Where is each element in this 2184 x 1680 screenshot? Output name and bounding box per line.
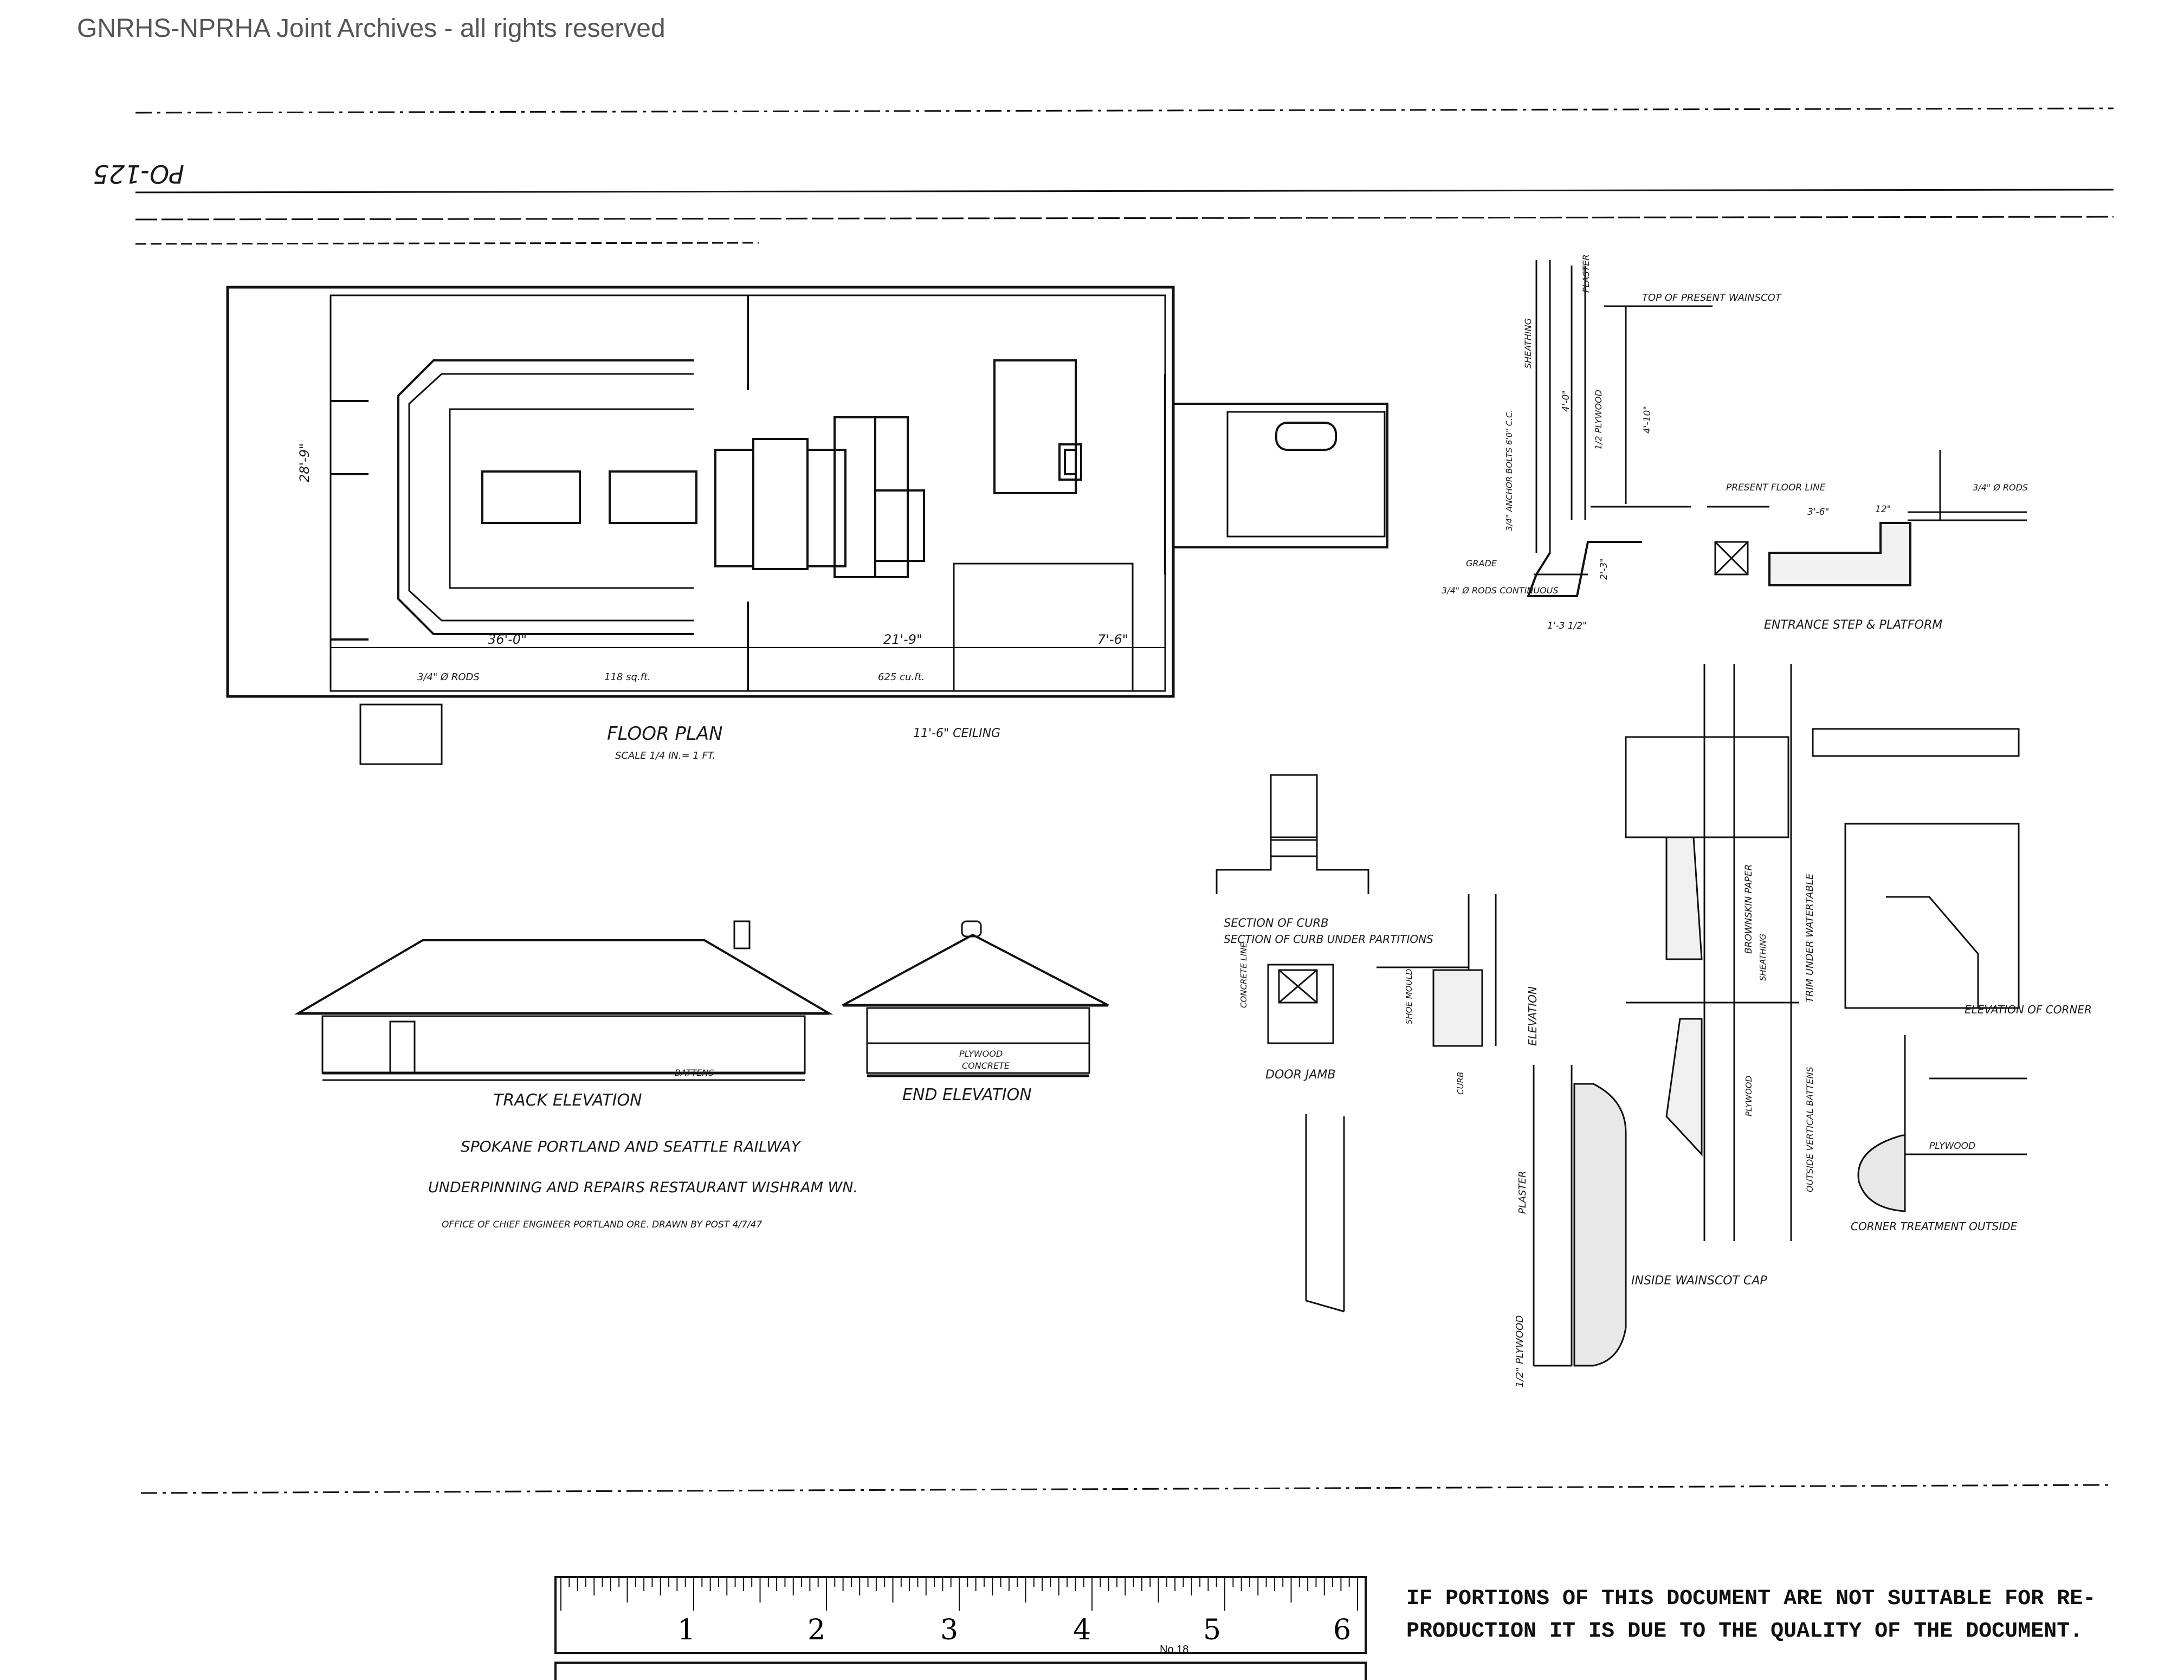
wall-top-wainscot: TOP OF PRESENT WAINSCOT: [1642, 292, 1782, 303]
curb-section-title: SECTION OF CURB UNDER PARTITIONS: [1224, 933, 1433, 946]
title-project: UNDERPINNING AND REPAIRS RESTAURANT WISH…: [428, 1179, 858, 1196]
curb-detail: [1216, 774, 1369, 894]
track-elevation: [294, 920, 833, 1081]
sheet-border-bottom: [140, 1484, 2114, 1494]
ruler-number-6: 6: [1333, 1614, 1351, 1646]
door-jamb-title: DOOR JAMB: [1265, 1068, 1335, 1082]
step-present-floor: PRESENT FLOOR LINE: [1726, 482, 1826, 493]
curb-label: CURB: [1456, 1072, 1465, 1095]
inside-plywood-label: 1/2" PLYWOOD: [1514, 1315, 1526, 1387]
concrete-line-label: CONCRETE LINE: [1239, 942, 1249, 1008]
title-railway: SPOKANE PORTLAND AND SEATTLE RAILWAY: [461, 1138, 802, 1155]
trim-label: TRIM UNDER WATERTABLE: [1804, 873, 1815, 1003]
floor-plan-dim-a: 36'-0": [488, 632, 527, 647]
post-detail: [1305, 1114, 1345, 1313]
elevation-concrete-label: CONCRETE: [962, 1061, 1010, 1071]
ruler-number-2: 2: [807, 1614, 825, 1646]
wall-rods-cont: 3/4" Ø RODS CONTINUOUS: [1442, 585, 1559, 596]
notice-line-1: IF PORTIONS OF THIS DOCUMENT ARE NOT SUI…: [1406, 1587, 2096, 1611]
wall-dim-depth: 2'-3": [1599, 558, 1610, 580]
curb-section-title-1: SECTION OF CURB: [1224, 916, 1329, 929]
wall-plaster: PLASTER: [1581, 254, 1591, 293]
wall-dim-height: 4'-10": [1642, 406, 1653, 434]
floor-plan-dim-b: 21'-9": [883, 632, 922, 647]
ruler-number-1: 1: [677, 1614, 695, 1646]
elevation-label: ELEVATION: [1526, 986, 1539, 1046]
wall-plywood: 1/2 PLYWOOD: [1593, 390, 1604, 450]
corner-treatment-title: CORNER TREATMENT OUTSIDE: [1851, 1220, 2018, 1233]
floor-plan-rods: 3/4" Ø RODS: [417, 671, 480, 683]
sheathing-label: SHEATHING: [1758, 934, 1768, 981]
plywood-v-label: PLYWOOD: [1744, 1076, 1754, 1116]
shoe-mould-detail: [1377, 894, 1497, 1047]
watertable-detail: [1625, 664, 1799, 1241]
entrance-step: [1707, 450, 2027, 586]
elevation-corner-label: ELEVATION OF CORNER: [1965, 1003, 2092, 1016]
floor-plan-title: FLOOR PLAN: [607, 723, 723, 745]
ruler-number-3: 3: [940, 1614, 958, 1646]
floor-plan-dim-c: 7'-6": [1097, 632, 1128, 647]
elevation-battens-label: BATTENS: [675, 1068, 714, 1078]
title-office: OFFICE OF CHIEF ENGINEER PORTLAND ORE. D…: [442, 1219, 762, 1230]
outside-battens-label: OUTSIDE VERTICAL BATTENS: [1805, 1067, 1815, 1192]
step-dim-12: 12": [1875, 504, 1891, 515]
corner-detail: [1812, 728, 2027, 1212]
inside-wainscot-cap: [1533, 1065, 1627, 1367]
wall-sheathing: SHEATHING: [1523, 318, 1533, 369]
wall-dim-footing: 1'-3 1/2": [1547, 621, 1587, 631]
step-title: ENTRANCE STEP & PLATFORM: [1764, 618, 1942, 632]
floor-plan: [226, 286, 1388, 698]
end-elevation-title: END ELEVATION: [902, 1085, 1032, 1104]
floor-plan-width-dim: 28'-9": [297, 443, 312, 482]
wall-section: [1527, 260, 1713, 597]
track-elevation-title: TRACK ELEVATION: [493, 1091, 642, 1110]
floor-plan-scale: SCALE 1/4 IN.= 1 FT.: [615, 750, 716, 761]
sheet-border-top: [135, 107, 2114, 245]
step-dim-step: 3'-6": [1807, 507, 1829, 518]
floor-plan-step: [359, 703, 443, 765]
ruler-model: No.18: [1160, 1644, 1188, 1656]
archive-watermark: GNRHS-NPRHA Joint Archives - all rights …: [77, 14, 665, 43]
wall-dim-wainscot: 4'-0": [1561, 390, 1572, 412]
shoe-mould-label: SHOE MOULD: [1404, 969, 1414, 1025]
wall-anchor-bolts: 3/4" ANCHOR BOLTS 6'0" C.C.: [1504, 410, 1514, 531]
plywood-corner-label: PLYWOOD: [1929, 1141, 1975, 1152]
brownskin-label: BROWNSKIN PAPER: [1743, 864, 1754, 954]
floor-plan-sqft: 118 sq.ft.: [604, 671, 651, 683]
inside-wainscot-title: INSIDE WAINSCOT CAP: [1631, 1274, 1767, 1288]
scale-ruler: [554, 1576, 1367, 1680]
ruler-number-5: 5: [1203, 1614, 1221, 1646]
ruler-ticks: [560, 1578, 1358, 1611]
ruler-number-4: 4: [1073, 1614, 1091, 1646]
notice-line-2: PRODUCTION IT IS DUE TO THE QUALITY OF T…: [1406, 1619, 2083, 1644]
floor-plan-ceiling: 11'-6" CEILING: [913, 727, 1000, 740]
floor-plan-cuft: 625 cu.ft.: [878, 671, 925, 683]
drawing-number: PO-125: [93, 159, 184, 189]
wall-grade: GRADE: [1466, 558, 1497, 568]
inside-plaster-label: PLASTER: [1517, 1171, 1528, 1214]
elevation-plywood-label: PLYWOOD: [959, 1049, 1003, 1059]
step-rods: 3/4" Ø RODS: [1973, 482, 2028, 493]
end-elevation: [842, 920, 1109, 1077]
door-jamb-detail: [1267, 964, 1334, 1044]
